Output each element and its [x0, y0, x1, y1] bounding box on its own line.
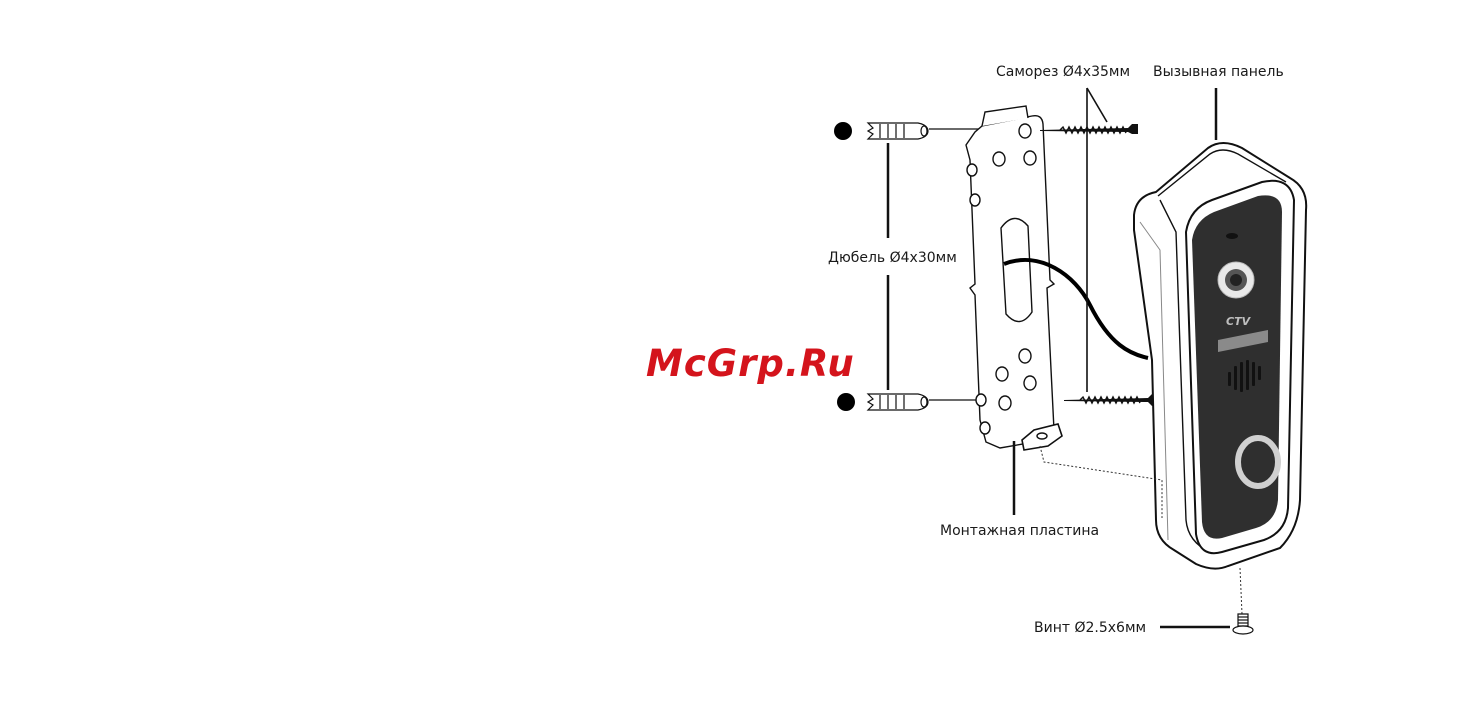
- screw-top: [1040, 124, 1138, 134]
- dowel-bottom: [868, 394, 928, 410]
- screw-bottom: [1064, 394, 1158, 406]
- camera-icon: [1218, 262, 1254, 298]
- plate-label: Монтажная пластина: [940, 523, 1099, 539]
- call-panel: CTV: [1134, 143, 1306, 569]
- dowel-label: Дюбель Ø4x30мм: [828, 250, 957, 266]
- panel-logo: CTV: [1226, 315, 1252, 328]
- screw-label: Саморез Ø4x35мм: [996, 64, 1130, 80]
- wall-hole-top: [834, 122, 852, 140]
- led-indicator: [1226, 233, 1238, 239]
- dowel-top: [868, 123, 928, 139]
- panel-label: Вызывная панель: [1153, 64, 1284, 80]
- bolt: [1233, 614, 1253, 634]
- wall-hole-bottom: [837, 393, 855, 411]
- watermark: McGrp.Ru: [646, 342, 855, 385]
- mounting-plate: [966, 106, 1062, 450]
- bolt-label: Винт Ø2.5x6мм: [1034, 620, 1146, 636]
